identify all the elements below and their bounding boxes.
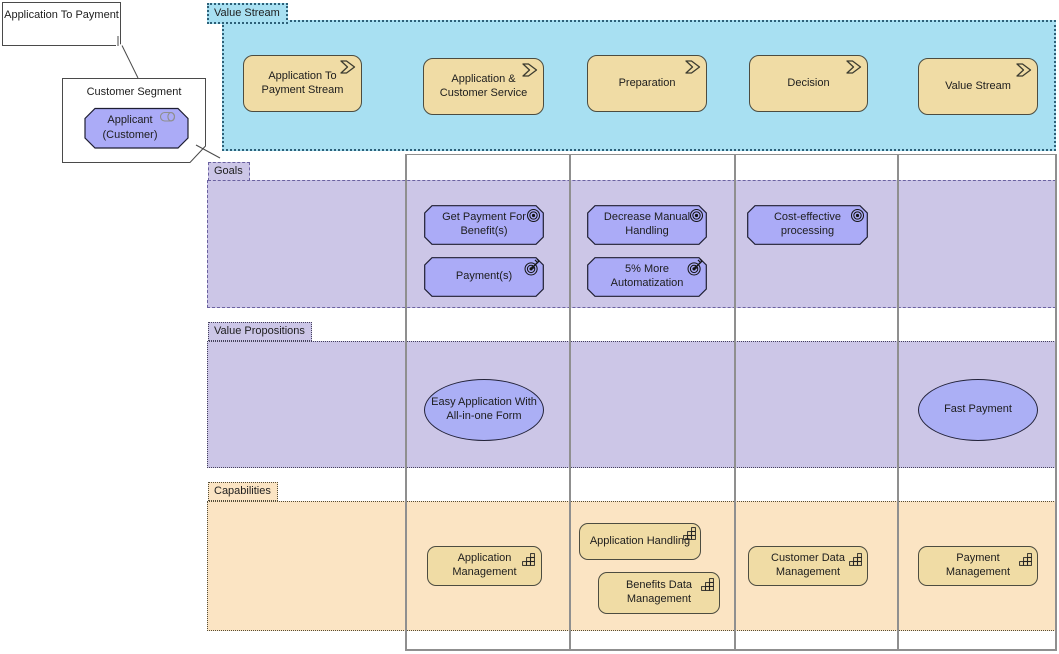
segment-callout-tail <box>195 144 221 159</box>
value-stream-node[interactable]: Decision <box>749 55 868 112</box>
lane-label: Goals <box>214 165 243 177</box>
lane-label: Capabilities <box>214 485 271 497</box>
chevron-icon <box>685 60 701 74</box>
lane-tab-capabilities[interactable]: Capabilities <box>208 482 278 501</box>
node-label: Decision <box>787 76 830 89</box>
actor-octagon[interactable] <box>84 107 189 149</box>
grid-bottom-line <box>405 649 1057 651</box>
capability-node[interactable]: Payment Management <box>918 546 1038 586</box>
role-cylinder-icon <box>159 111 176 122</box>
capability-node[interactable]: Application Handling <box>579 523 701 560</box>
goal-node[interactable]: Get Payment For Benefit(s) <box>424 205 544 245</box>
note-label: Application To Payment <box>4 9 119 21</box>
stacked-blocks-icon <box>849 553 862 566</box>
outcome-node[interactable]: 5% More Automatization <box>587 257 707 297</box>
octagon-shape <box>747 205 868 245</box>
grid-column-line <box>897 154 899 651</box>
stacked-blocks-icon <box>683 527 696 540</box>
customer-segment-title: Customer Segment <box>86 86 182 98</box>
note-box[interactable] <box>2 2 121 46</box>
grid-top-line <box>405 154 1057 155</box>
actor-label: Applicant (Customer) <box>102 114 158 141</box>
lane-tab-goals[interactable]: Goals <box>208 162 250 181</box>
value-stream-node[interactable]: Preparation <box>587 55 707 112</box>
bullseye-icon <box>850 208 865 223</box>
bullseye-arrow-icon <box>524 259 541 276</box>
capability-node[interactable]: Application Management <box>427 546 542 586</box>
node-label: Easy Application With All-in-one Form <box>431 396 537 422</box>
bullseye-icon <box>526 208 541 223</box>
grid-column-line <box>569 154 571 651</box>
grid-column-line <box>405 154 407 651</box>
octagon-shape <box>424 205 544 245</box>
chevron-icon <box>846 60 862 74</box>
node-label: Benefits Data Management <box>625 579 693 605</box>
lane-tab-value-stream[interactable]: Value Stream <box>207 3 288 24</box>
lane-tab-value-propositions[interactable]: Value Propositions <box>208 322 312 341</box>
chevron-icon <box>1016 63 1032 77</box>
outcome-node[interactable]: Payment(s) <box>424 257 544 297</box>
chevron-icon <box>522 63 538 77</box>
chevron-icon <box>340 60 356 74</box>
value-stream-node[interactable]: Application & Customer Service <box>423 58 544 115</box>
lane-label: Value Propositions <box>214 325 305 337</box>
grid-column-line <box>1055 154 1057 651</box>
node-label: Customer Data Management <box>771 552 845 578</box>
value-stream-node[interactable]: Value Stream <box>918 58 1038 115</box>
grid-column-line <box>734 154 736 651</box>
goal-node[interactable]: Decrease Manual Handling <box>587 205 707 245</box>
node-label: Application Handling <box>589 534 691 547</box>
bullseye-arrow-icon <box>687 259 704 276</box>
value-proposition-node[interactable]: Fast Payment <box>918 379 1038 441</box>
value-stream-node[interactable]: Application To Payment Stream <box>243 55 362 112</box>
octagon-shape <box>587 205 707 245</box>
stacked-blocks-icon <box>701 578 714 591</box>
stacked-blocks-icon <box>1019 553 1032 566</box>
stacked-blocks-icon <box>522 553 535 566</box>
node-label: Value Stream <box>945 79 1011 92</box>
value-proposition-node[interactable]: Easy Application With All-in-one Form <box>424 379 544 441</box>
capability-node[interactable]: Customer Data Management <box>748 546 868 586</box>
capability-node[interactable]: Benefits Data Management <box>598 572 720 614</box>
callout-tail <box>121 45 139 79</box>
goal-node[interactable]: Cost-effective processing <box>747 205 868 245</box>
lane-value-propositions[interactable] <box>207 341 1056 468</box>
node-label: Preparation <box>618 76 676 89</box>
node-label: Payment Management <box>945 552 1011 578</box>
bullseye-icon <box>689 208 704 223</box>
lane-label: Value Stream <box>214 7 280 19</box>
node-label: Fast Payment <box>944 403 1012 416</box>
